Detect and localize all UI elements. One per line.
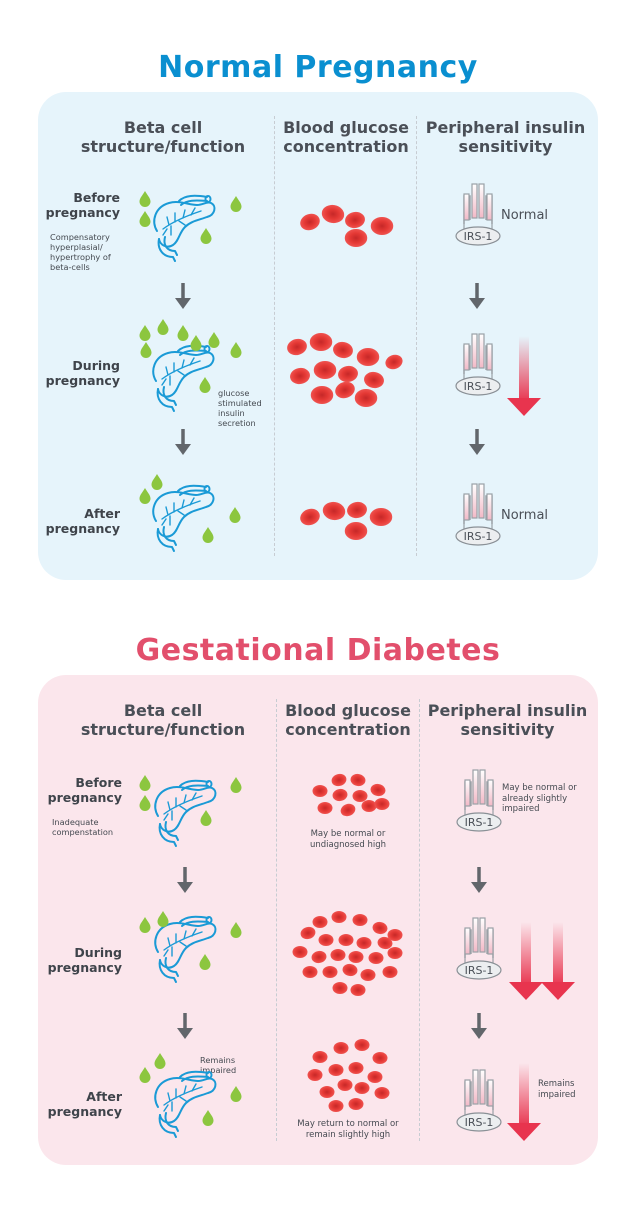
stage-label-during: During pregnancy [45,358,120,388]
column-header-blood-glucose: Blood glucose concentration [283,118,409,156]
stage-label-after: After pregnancy [45,506,120,536]
normal-pregnancy-title: Normal Pregnancy [158,50,478,85]
stage-label-before: Before pregnancy [47,775,122,805]
stage-label-during: During pregnancy [47,945,122,975]
note-glucose-after: May return to normal or remain slightly … [297,1119,399,1140]
gestational-diabetes-panel: Beta cell structure/function Blood gluco… [38,675,598,1165]
note-glucose-stimulated: glucose stimulated insulin secretion [218,388,262,428]
note-remains-impaired: Remains impaired [200,1055,237,1075]
column-divider [416,116,417,556]
note-glucose-before: May be normal or undiagnosed high [309,829,386,850]
column-divider [274,116,275,556]
note-compensatory: Compensatory hyperplasial/ hypertrophy o… [50,232,111,272]
note-insulin-after: Remains impaired [538,1079,576,1100]
column-divider [276,699,277,1141]
insulin-normal-label: Normal [501,208,549,223]
column-header-beta-cell: Beta cell structure/function [80,118,246,156]
column-header-insulin-sensitivity: Peripheral insulin sensitivity [427,701,588,739]
stage-label-after: After pregnancy [47,1089,122,1119]
normal-pregnancy-panel: Beta cell structure/function Blood gluco… [38,92,598,580]
note-inadequate: Inadequate compenstation [52,817,114,837]
column-header-beta-cell: Beta cell structure/function [80,701,246,739]
gestational-diabetes-title: Gestational Diabetes [135,633,501,668]
insulin-normal-label: Normal [501,508,549,523]
stage-label-before: Before pregnancy [45,190,120,220]
column-divider [419,699,420,1141]
column-header-insulin-sensitivity: Peripheral insulin sensitivity [425,118,586,156]
note-insulin-before: May be normal or already slightly impair… [502,783,577,814]
column-header-blood-glucose: Blood glucose concentration [285,701,411,739]
